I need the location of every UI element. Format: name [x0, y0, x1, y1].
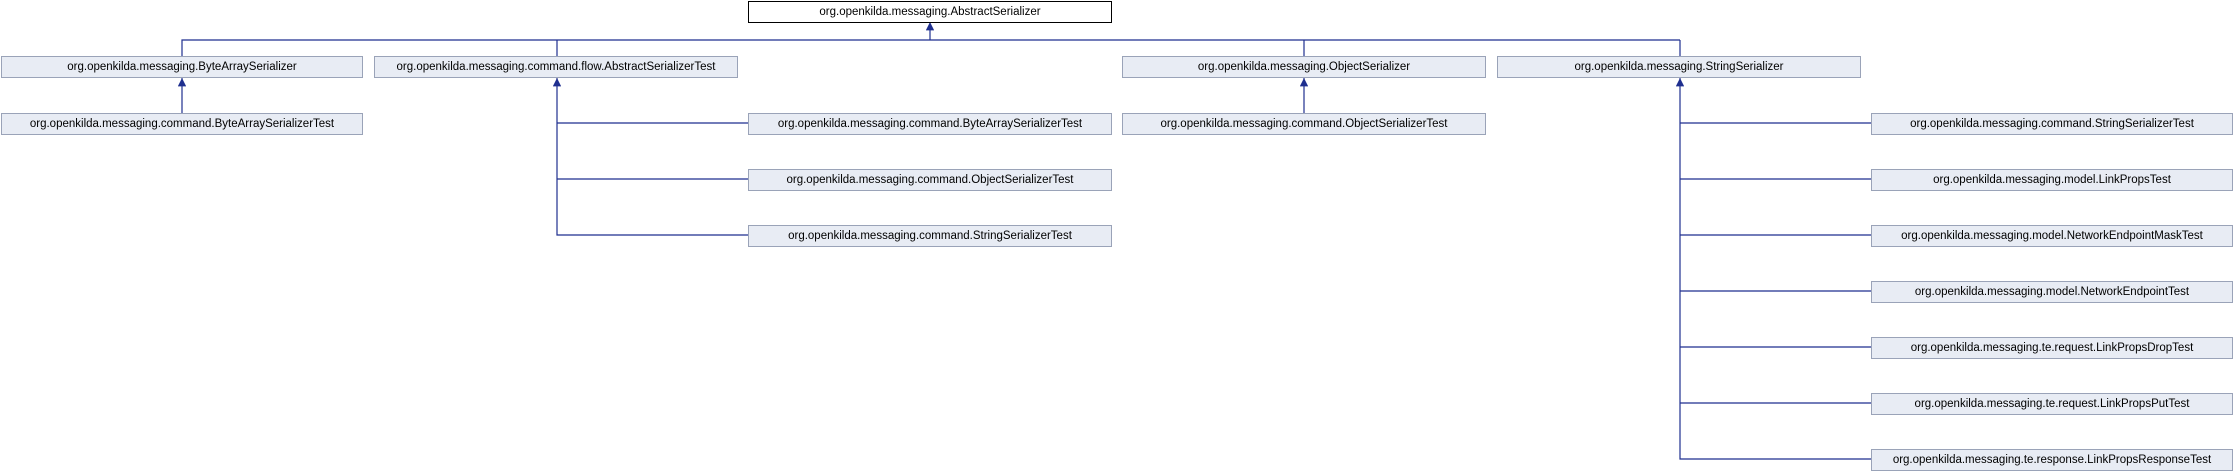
node-bytearray-serializer[interactable]: org.openkilda.messaging.ByteArraySeriali…: [1, 56, 363, 78]
node-object-serializer[interactable]: org.openkilda.messaging.ObjectSerializer: [1122, 56, 1486, 78]
node-network-endpoint-mask-test[interactable]: org.openkilda.messaging.model.NetworkEnd…: [1871, 225, 2233, 247]
edge-abstracttest-children: [557, 78, 748, 236]
node-string-serializer-test[interactable]: org.openkilda.messaging.command.StringSe…: [1871, 113, 2233, 135]
node-bytearray-serializer-test[interactable]: org.openkilda.messaging.command.ByteArra…: [1, 113, 363, 135]
node-string-serializer[interactable]: org.openkilda.messaging.StringSerializer: [1497, 56, 1861, 78]
node-link-props-put-test[interactable]: org.openkilda.messaging.te.request.LinkP…: [1871, 393, 2233, 415]
edge-level1-to-root: [181, 22, 1681, 56]
node-abstracttest-bytearray-serializer-test[interactable]: org.openkilda.messaging.command.ByteArra…: [748, 113, 1112, 135]
node-abstract-serializer-test[interactable]: org.openkilda.messaging.command.flow.Abs…: [374, 56, 738, 78]
edge-string-children: [1680, 78, 1871, 460]
node-abstracttest-string-serializer-test[interactable]: org.openkilda.messaging.command.StringSe…: [748, 225, 1112, 247]
node-abstract-serializer[interactable]: org.openkilda.messaging.AbstractSerializ…: [748, 1, 1112, 23]
node-object-serializer-test[interactable]: org.openkilda.messaging.command.ObjectSe…: [1122, 113, 1486, 135]
node-abstracttest-object-serializer-test[interactable]: org.openkilda.messaging.command.ObjectSe…: [748, 169, 1112, 191]
node-network-endpoint-test[interactable]: org.openkilda.messaging.model.NetworkEnd…: [1871, 281, 2233, 303]
node-link-props-drop-test[interactable]: org.openkilda.messaging.te.request.LinkP…: [1871, 337, 2233, 359]
node-link-props-response-test[interactable]: org.openkilda.messaging.te.response.Link…: [1871, 449, 2233, 471]
node-link-props-test[interactable]: org.openkilda.messaging.model.LinkPropsT…: [1871, 169, 2233, 191]
